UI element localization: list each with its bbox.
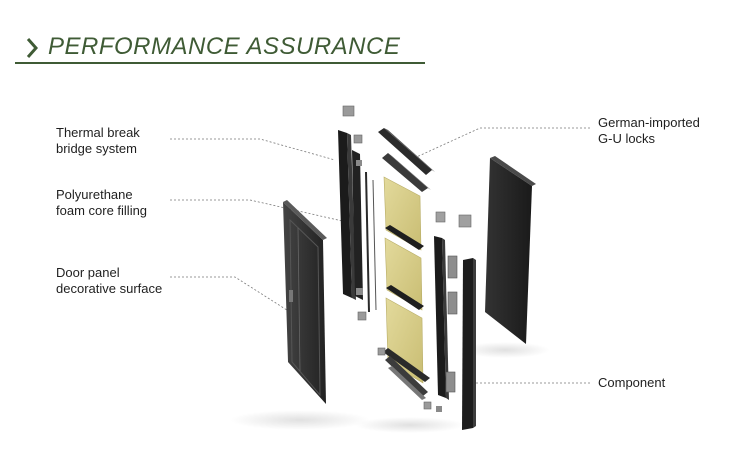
section-header: PERFORMANCE ASSURANCE: [26, 33, 426, 65]
callout-component: Component: [598, 375, 666, 390]
thermal-break-frame: [338, 105, 367, 321]
inner-rails: [383, 225, 430, 400]
callout-thermal-break: Thermal break bridge system: [56, 125, 140, 156]
title-underline: [15, 62, 425, 64]
callout-gu-locks: German-imported G-U locks: [598, 115, 700, 146]
chevron-right-icon: [26, 38, 38, 58]
lock-hardware: [434, 211, 476, 430]
door-panel-left: [283, 200, 327, 404]
top-rail: [378, 128, 435, 192]
leader-lines: [170, 127, 590, 384]
callout-foam-core: Polyurethane foam core filling: [56, 187, 148, 218]
door-panel-right: [485, 156, 536, 344]
callout-door-panel: Door panel decorative surface: [56, 265, 163, 296]
page-title: PERFORMANCE ASSURANCE: [48, 33, 401, 60]
